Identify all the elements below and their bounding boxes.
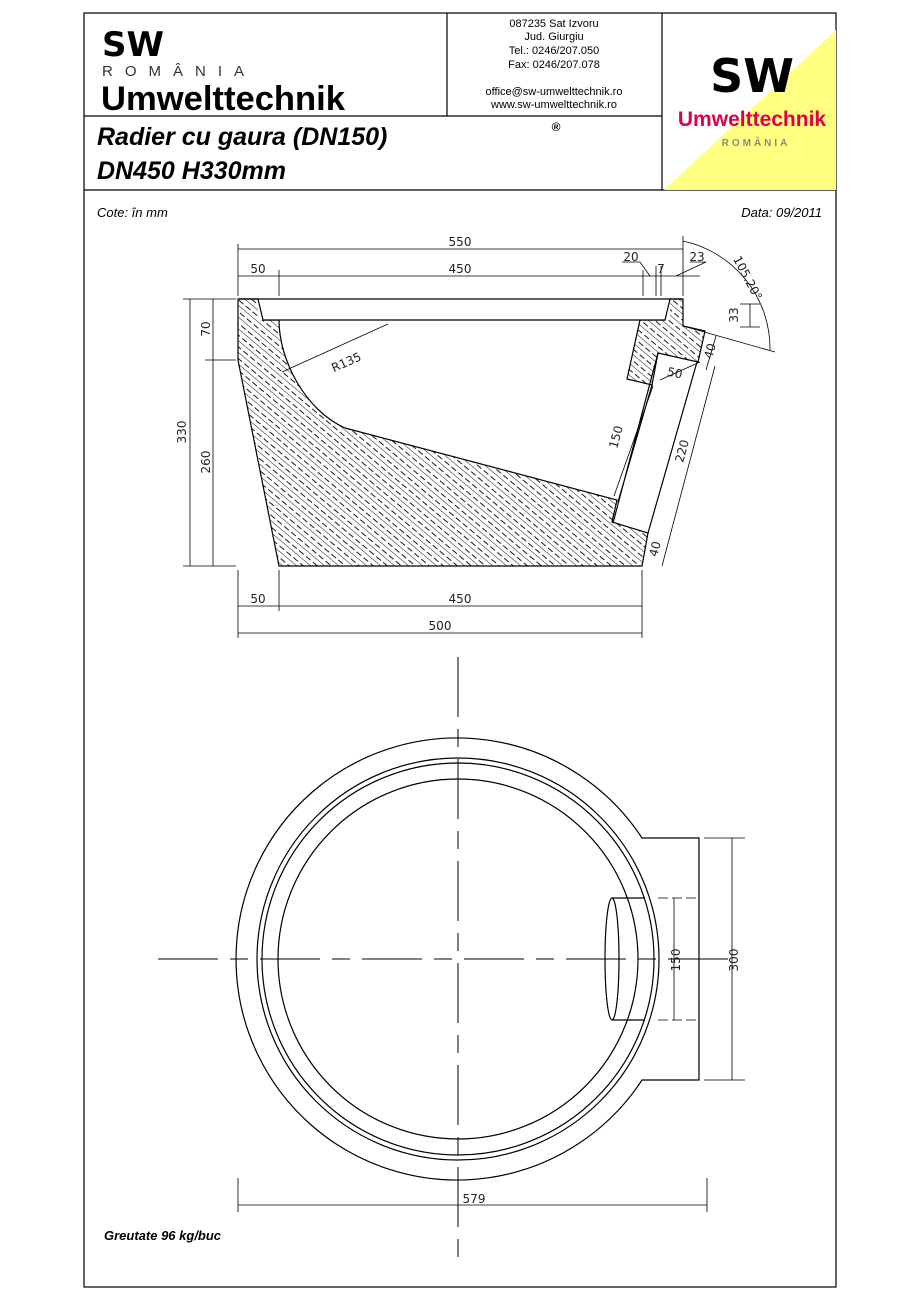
drawing-title: Radier cu gaura (DN150): [97, 123, 387, 151]
company-logo: SW ROMÂNIA Umwelttechnik: [101, 25, 345, 118]
svg-text:33: 33: [727, 307, 741, 322]
svg-text:SW: SW: [710, 49, 794, 103]
svg-text:087235 Sat Izvoru: 087235 Sat Izvoru: [509, 18, 598, 30]
svg-text:Jud. Giurgiu: Jud. Giurgiu: [524, 31, 583, 43]
svg-text:450: 450: [449, 592, 472, 606]
svg-text:150: 150: [669, 949, 683, 972]
svg-text:105.20°: 105.20°: [730, 254, 765, 303]
svg-text:40: 40: [701, 342, 718, 360]
weight-note: Greutate 96 kg/buc: [104, 1228, 222, 1243]
svg-text:ROMÂNIA: ROMÂNIA: [722, 136, 791, 149]
svg-text:R135: R135: [329, 350, 363, 376]
svg-text:330: 330: [175, 421, 189, 444]
svg-text:260: 260: [199, 451, 213, 474]
website-link[interactable]: www.sw-umwelttechnik.ro: [490, 99, 617, 111]
svg-text:20: 20: [623, 250, 638, 264]
svg-text:Umwelttechnik: Umwelttechnik: [678, 108, 827, 131]
drawing-frame: [83, 12, 837, 1288]
drawing-subtitle: DN450 H330mm: [97, 157, 286, 185]
svg-text:220: 220: [672, 438, 691, 464]
svg-text:50: 50: [250, 262, 265, 276]
svg-text:7: 7: [657, 262, 665, 276]
svg-text:550: 550: [449, 235, 472, 249]
brand-logo: SW Umwelttechnik ROMÂNIA: [664, 30, 836, 190]
svg-text:50: 50: [666, 365, 684, 382]
svg-text:150: 150: [606, 424, 625, 450]
svg-text:®: ®: [552, 120, 561, 134]
svg-text:70: 70: [199, 321, 213, 336]
svg-text:50: 50: [250, 592, 265, 606]
plan-dimension-labels: 150 300 579: [463, 949, 741, 1206]
svg-text:579: 579: [463, 1192, 486, 1206]
address-block: 087235 Sat Izvoru Jud. Giurgiu Tel.: 024…: [486, 18, 623, 134]
svg-text:Tel.: 0246/207.050: Tel.: 0246/207.050: [509, 45, 600, 57]
email-link[interactable]: office@sw-umwelttechnik.ro: [486, 86, 623, 98]
svg-text:Umwelttechnik: Umwelttechnik: [101, 80, 345, 118]
svg-text:300: 300: [727, 949, 741, 972]
units-note: Cote: în mm: [97, 205, 168, 220]
svg-text:450: 450: [449, 262, 472, 276]
svg-text:23: 23: [689, 250, 704, 264]
svg-text:500: 500: [429, 619, 452, 633]
svg-text:SW: SW: [102, 25, 164, 65]
outer-contour: [235, 737, 700, 1181]
plan-view: 150 300 579: [158, 657, 745, 1265]
svg-text:Fax: 0246/207.078: Fax: 0246/207.078: [508, 59, 600, 71]
title-block: SW ROMÂNIA Umwelttechnik 087235 Sat Izvo…: [83, 12, 837, 1288]
section-view: 550 50 450 20 7 23 105.20° 33 70 330 260…: [175, 235, 776, 638]
svg-text:ROMÂNIA: ROMÂNIA: [102, 63, 256, 80]
date-note: Data: 09/2011: [741, 205, 822, 220]
section-body: [237, 298, 649, 567]
svg-text:40: 40: [646, 540, 663, 558]
